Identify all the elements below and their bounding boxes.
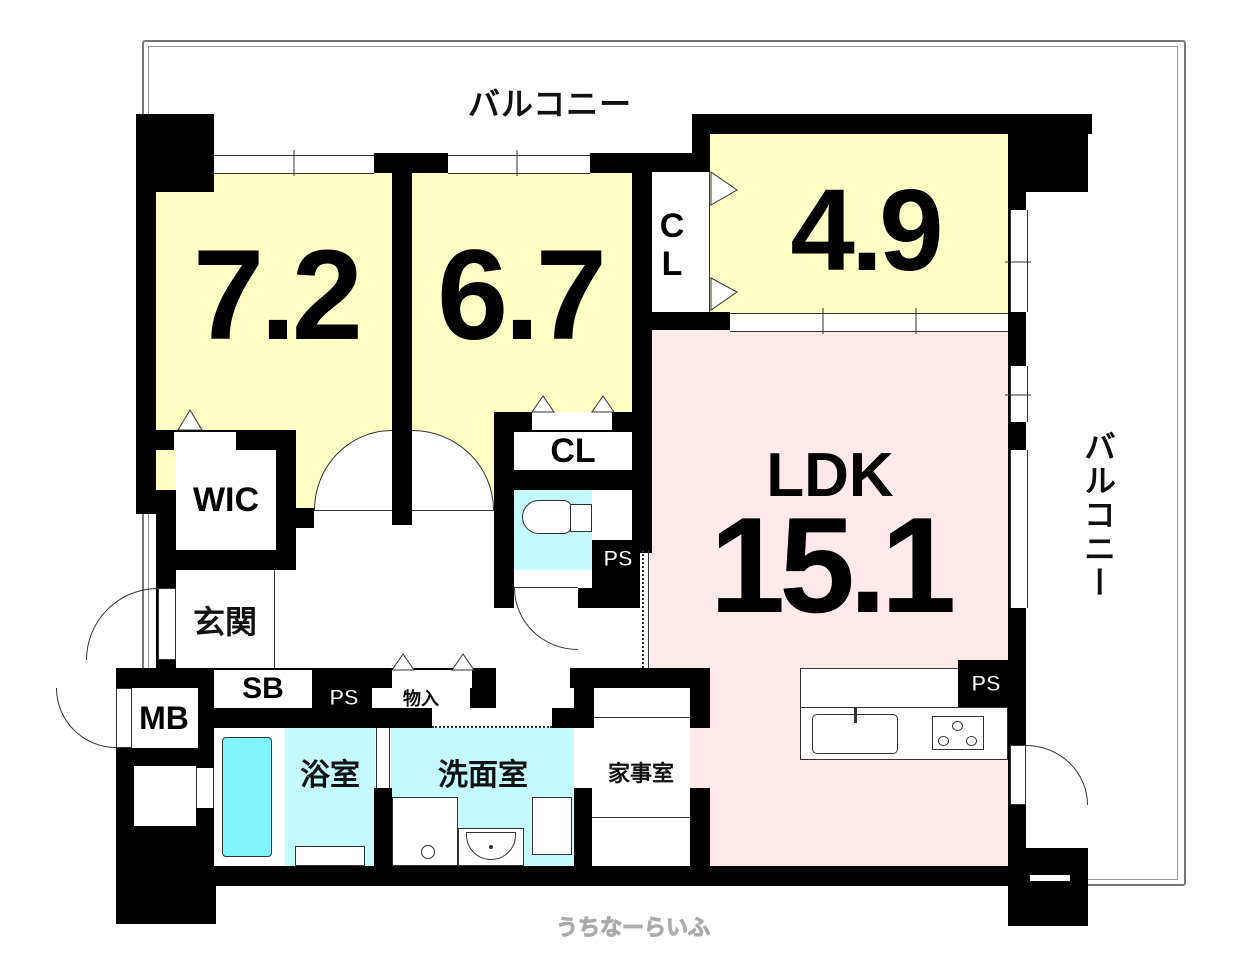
- ldk-size: 15.1: [709, 489, 957, 641]
- mb-door[interactable]: [116, 688, 132, 748]
- watermark: うちなーらいふ: [555, 916, 711, 942]
- wall-4-9-left-cap: [692, 114, 710, 174]
- toilet-bowl-icon: [522, 500, 572, 534]
- wall-utility-right: [690, 668, 710, 728]
- entrance-step-line: [274, 570, 275, 668]
- drain-icon: [421, 845, 435, 859]
- sb-label: SB: [242, 672, 284, 705]
- ldk-left-partition: [642, 550, 648, 668]
- utility-shelf-bottom: [592, 817, 690, 818]
- meter-space: [134, 766, 196, 826]
- ldk-fill: [650, 330, 1008, 867]
- entrance-door[interactable]: [158, 588, 176, 660]
- ps-hall-label: PS: [329, 685, 359, 711]
- wall-utility-right-lower: [690, 788, 710, 866]
- mb-fill: [130, 688, 198, 748]
- wall-wash-utility-divider: [574, 788, 594, 866]
- wic-fill: [176, 450, 276, 550]
- bath-door: [376, 728, 390, 788]
- door-room-6-7-frame: [412, 510, 494, 528]
- balcony-right-label: バルコニー: [1078, 430, 1118, 600]
- room-size-4-9: 4.9: [790, 165, 943, 295]
- bottom-right-slot: [1030, 875, 1070, 881]
- ps-toilet-label: PS: [603, 546, 633, 572]
- storage-fill: [372, 688, 470, 708]
- stove-icon[interactable]: [932, 716, 984, 750]
- entrance-label: 玄関: [192, 603, 257, 641]
- cl-vertical-l: L: [661, 244, 683, 283]
- storage-door: [392, 670, 472, 688]
- wash-cabinet: [532, 797, 572, 855]
- wall-ps-kitchen: [958, 660, 1008, 708]
- balcony-right-text: バルコニー: [1079, 430, 1117, 600]
- mb-label: MB: [139, 699, 189, 736]
- bathroom-fill: [285, 728, 375, 866]
- storage-label: 物入: [403, 689, 439, 710]
- wall-wic-bottom: [156, 550, 296, 570]
- wall-cl-bottom: [632, 312, 730, 330]
- wall-cl-block-left: [494, 412, 514, 608]
- entrance-fill: [176, 570, 276, 668]
- utility-room-label: 家事室: [607, 762, 674, 787]
- wic-label: WIC: [192, 480, 260, 519]
- window-right-1: [1010, 210, 1028, 312]
- washroom-label: 洗面室: [438, 758, 528, 793]
- wall-cl-left: [632, 153, 652, 553]
- wall-column-bottom-right: [1008, 848, 1088, 926]
- bath-step: [295, 846, 365, 866]
- ps-kitchen-label: PS: [971, 671, 1001, 697]
- wic-door: [174, 432, 236, 450]
- wall-toilet-bottom: [494, 588, 514, 608]
- cl-center-label: CL: [550, 431, 596, 470]
- wall-wic-right: [276, 430, 296, 570]
- room-size-7-2: 7.2: [193, 223, 363, 367]
- wall-bedroom-divider: [392, 153, 412, 525]
- window-right-2: [1010, 366, 1028, 422]
- wall-left-outer: [136, 114, 156, 514]
- toilet-tank-area: [592, 490, 632, 540]
- window-room-6-7: [448, 155, 590, 174]
- wall-4-9-top: [692, 114, 1092, 134]
- balcony-top-label: バルコニー: [467, 85, 633, 123]
- closet-center: [514, 432, 632, 470]
- room-4-9-fill: [710, 133, 1008, 313]
- door-room-7-2-frame: [314, 510, 392, 528]
- wall-cl-toilet-divider: [494, 470, 634, 490]
- room-size-6-7: 6.7: [437, 223, 607, 367]
- ldk-left-line: [648, 550, 649, 668]
- bathroom-label: 浴室: [300, 758, 360, 793]
- ldk-label: LDK: [766, 440, 894, 510]
- wall-room-7-2-bottom-stub: [292, 508, 314, 528]
- sink-drain: [489, 845, 493, 849]
- cl-vertical-c: C: [659, 206, 685, 245]
- closet-vertical: [652, 172, 710, 312]
- wall-toilet-bottom-right: [578, 588, 640, 608]
- bath-window: [196, 768, 214, 808]
- bathtub: [222, 737, 272, 857]
- washroom-entry: [432, 708, 552, 728]
- burner-icon: [966, 736, 977, 746]
- sb-fill: [214, 670, 312, 708]
- toilet-tank-icon: [570, 504, 592, 532]
- utility-shelf-top: [592, 717, 690, 718]
- burner-icon: [952, 721, 963, 731]
- balcony-door[interactable]: [1010, 745, 1026, 805]
- burner-icon: [938, 736, 949, 746]
- wall-bottom: [212, 866, 1022, 886]
- kitchen-faucet: [854, 707, 857, 723]
- window-right-3: [1010, 450, 1028, 608]
- kitchen-counter: [800, 707, 1008, 760]
- wall-bath-wash-divider: [374, 788, 392, 866]
- wall-utility-left: [574, 668, 594, 728]
- closet-center-door: [532, 412, 612, 430]
- window-4-9-bottom: [730, 313, 1008, 332]
- wall-utility-top: [570, 668, 710, 688]
